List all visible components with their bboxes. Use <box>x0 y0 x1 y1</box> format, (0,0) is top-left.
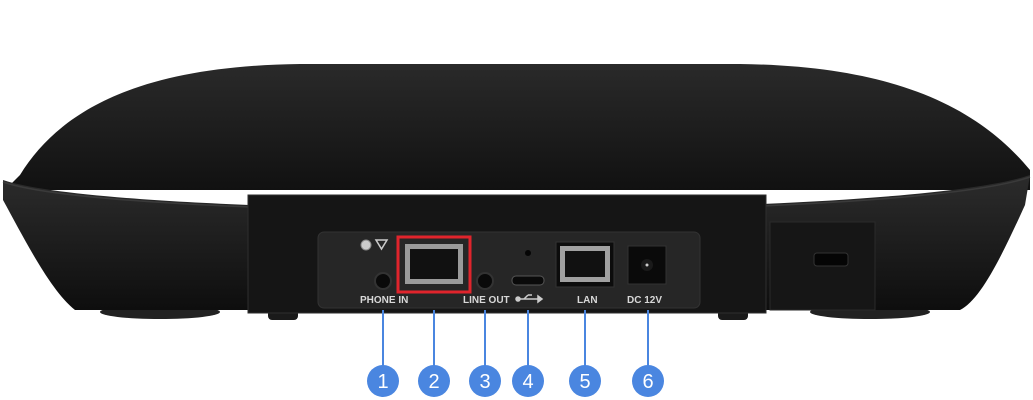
port-highlight <box>396 235 472 294</box>
triangle-icon <box>374 239 389 251</box>
port-label-6: DC 12V <box>627 295 662 306</box>
svg-text:3: 3 <box>479 371 490 393</box>
callout-3: 3 <box>469 365 501 397</box>
micro-usb-port <box>511 275 545 286</box>
port-label-1: PHONE IN <box>360 295 408 306</box>
usb-icon <box>515 294 544 304</box>
line-out-jack <box>476 272 494 290</box>
callout-1: 1 <box>367 365 399 397</box>
callout-5: 5 <box>569 365 601 397</box>
svg-text:4: 4 <box>522 371 533 393</box>
callout-4: 4 <box>512 365 544 397</box>
svg-text:2: 2 <box>428 371 439 393</box>
callout-2: 2 <box>418 365 450 397</box>
device-top <box>5 64 1030 190</box>
phone-in-jack <box>374 272 392 290</box>
phone-icon <box>360 239 372 251</box>
callouts <box>382 310 649 366</box>
port-label-5: LAN <box>577 295 598 306</box>
lock-slot <box>813 252 849 267</box>
svg-text:5: 5 <box>579 371 590 393</box>
svg-text:1: 1 <box>377 371 388 393</box>
callout-6: 6 <box>632 365 664 397</box>
port-label-3: LINE OUT <box>463 295 510 306</box>
svg-text:6: 6 <box>642 371 653 393</box>
